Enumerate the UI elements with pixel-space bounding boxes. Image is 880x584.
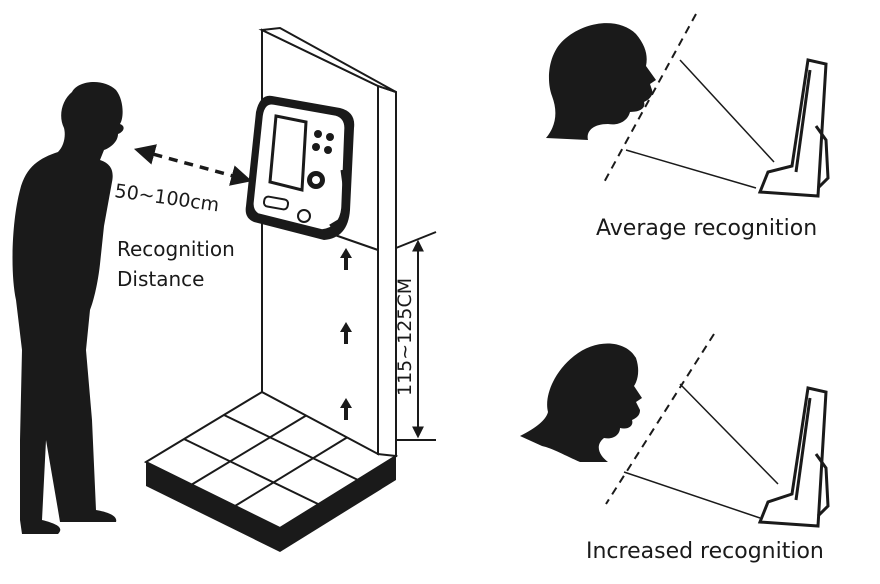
floor-plate (143, 390, 399, 552)
reference-dashed-line-lower (605, 333, 715, 505)
distance-caption-label: Distance (117, 267, 205, 291)
reference-dashed-line (601, 13, 697, 187)
side-terminal-icon (757, 58, 830, 198)
head-silhouette-icon (546, 23, 656, 140)
mounting-pillar (258, 26, 397, 458)
tilted-head-silhouette-icon (520, 343, 642, 462)
height-guide-arrows (340, 248, 352, 420)
height-dimension (395, 231, 437, 441)
view-cone-lines-lower (623, 383, 779, 519)
view-cone-lines (625, 59, 775, 189)
increased-recognition-caption: Increased recognition (586, 539, 824, 564)
recognition-label: Recognition (117, 237, 235, 261)
side-terminal-icon-lower (757, 386, 830, 528)
standing-person-silhouette-icon (12, 81, 124, 534)
face-recognition-terminal-icon (245, 95, 355, 240)
height-label: 115~125CM (394, 277, 416, 396)
average-recognition-caption: Average recognition (596, 216, 818, 241)
distance-arrow (133, 144, 253, 186)
